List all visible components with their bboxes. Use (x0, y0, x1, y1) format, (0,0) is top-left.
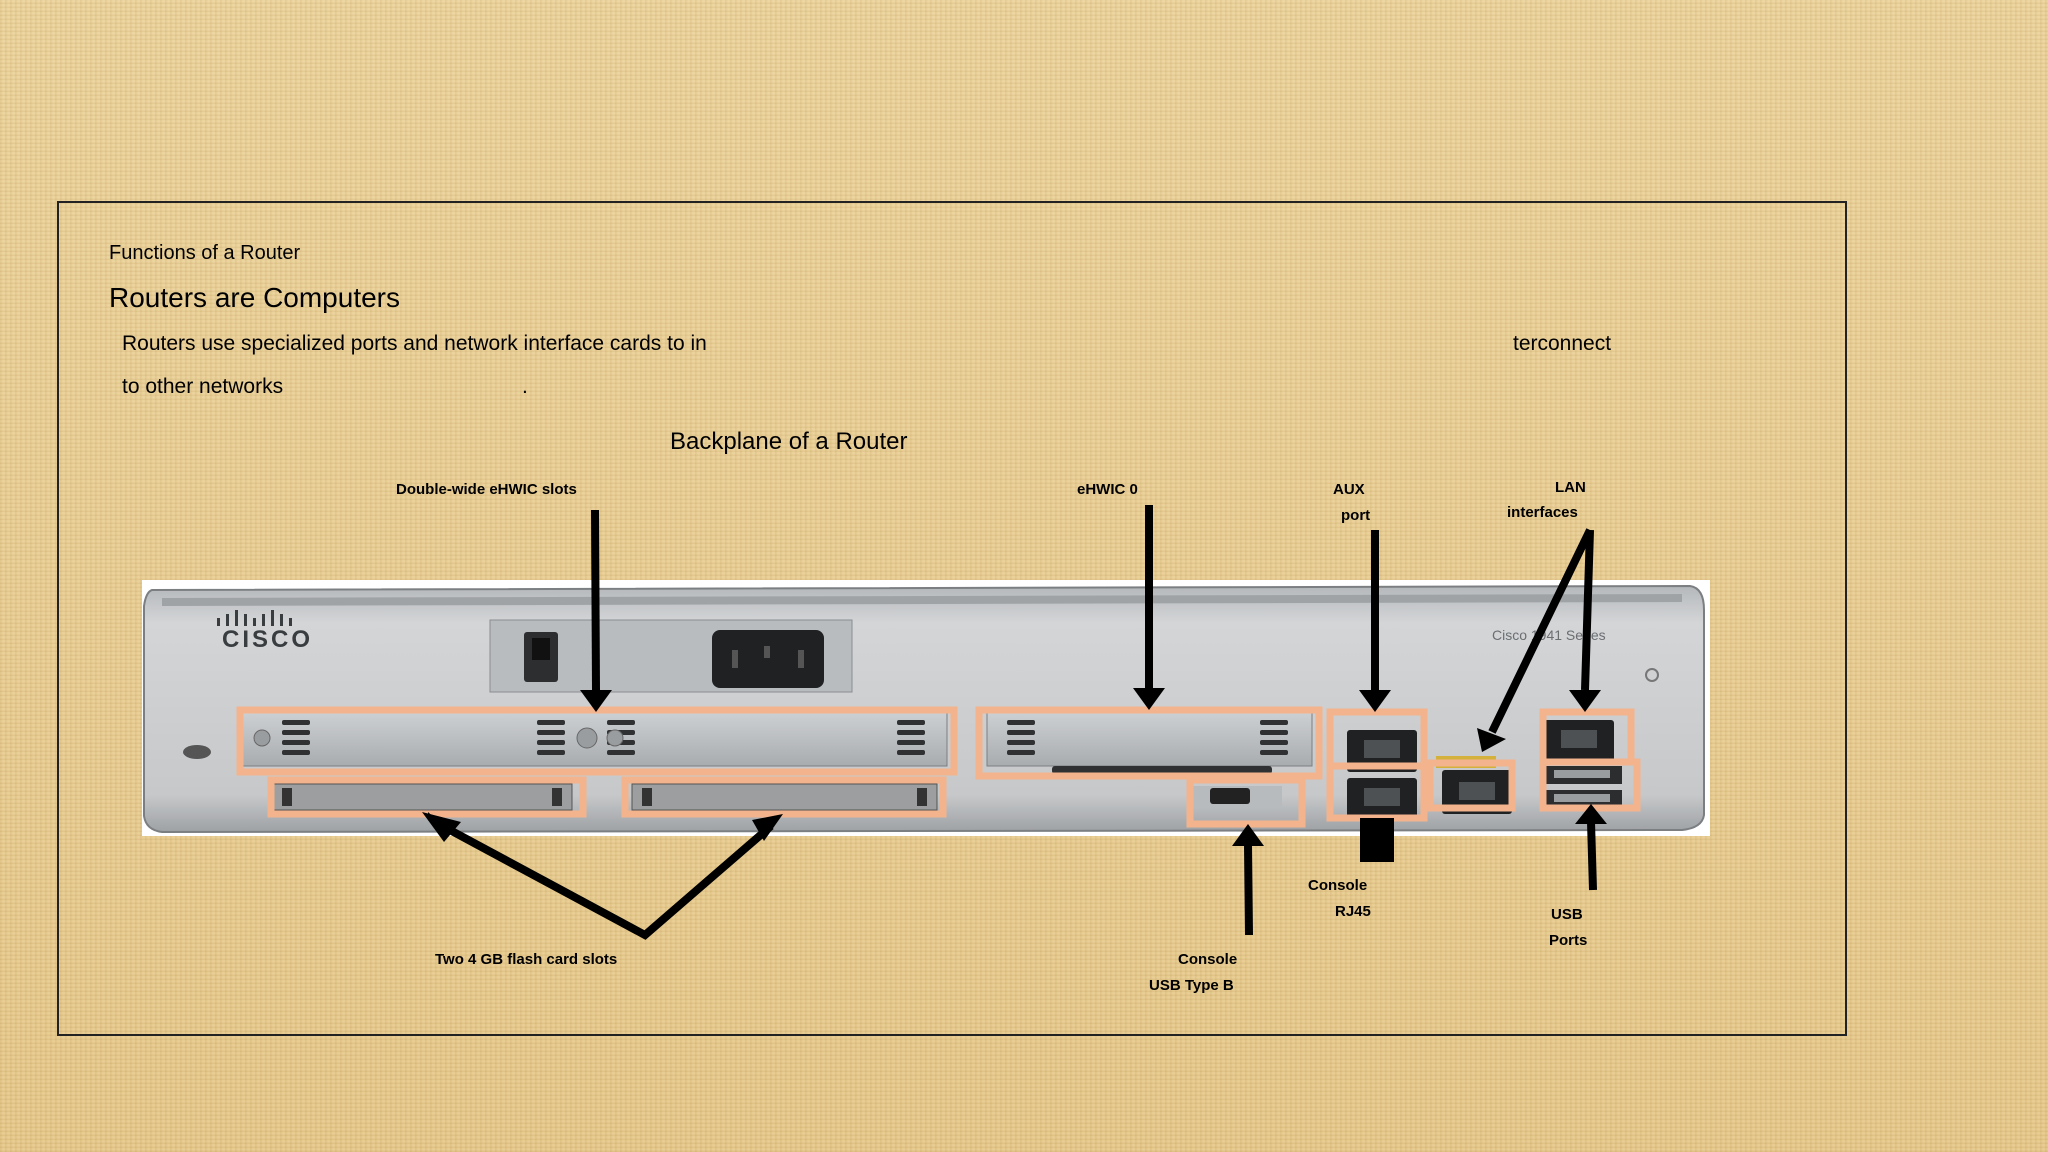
label-lan-line2: interfaces (1507, 504, 1578, 521)
label-ehwic0: eHWIC 0 (1077, 481, 1138, 498)
label-console-rj45-line1: Console (1308, 877, 1368, 894)
label-console-usb-line2: USB Type B (1149, 977, 1234, 994)
figure-caption: Backplane of a Router (670, 428, 908, 455)
label-usb-line2: Ports (1549, 932, 1588, 949)
label-console-usb-line1: Console (1178, 951, 1238, 968)
router-brand: CISCO (222, 626, 313, 653)
body-line2-dot: . (522, 375, 528, 398)
router-series: Cisco 1941 Series (1492, 627, 1606, 643)
label-aux-line2: port (1341, 507, 1371, 524)
slide-frame (57, 201, 1847, 1036)
body-line2: to other networks (122, 375, 284, 398)
label-usb-line1: USB (1551, 906, 1583, 923)
label-ehwic-slots: Double-wide eHWIC slots (396, 481, 577, 498)
router-backplane-image: CISCO Cisco 1941 Series (142, 580, 1710, 836)
label-aux-line1: AUX (1333, 481, 1365, 498)
label-console-rj45-line2: RJ45 (1335, 903, 1371, 920)
body-line1-b: terconnect (1513, 332, 1612, 355)
label-flash-slots: Two 4 GB flash card slots (435, 951, 618, 968)
slide-title: Routers are Computers (109, 282, 401, 313)
label-lan-line1: LAN (1555, 479, 1586, 496)
body-line1-a: Routers use specialized ports and networ… (122, 332, 707, 355)
slide-subtitle: Functions of a Router (109, 242, 301, 264)
